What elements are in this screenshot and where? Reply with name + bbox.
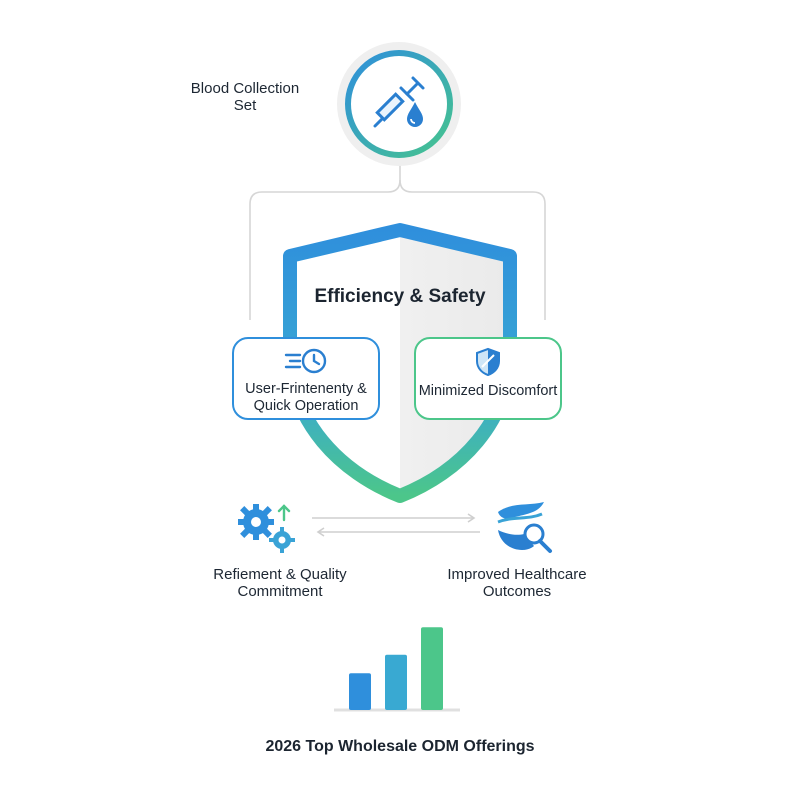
card-minimized-discomfort-label: Minimized Discomfort (418, 383, 558, 399)
shield-icon (476, 347, 500, 377)
bar-3 (421, 627, 443, 710)
footer-title: 2026 Top Wholesale ODM Offerings (265, 738, 535, 755)
fast-clock-icon (284, 348, 327, 374)
bottom-right-label: Improved Healthcare Outcomes (447, 566, 587, 600)
card-minimized-discomfort: Minimized Discomfort (414, 337, 562, 420)
wave-magnifier-icon (497, 502, 552, 553)
bottom-left-label: Refiement & Quality Commitment (213, 566, 347, 600)
double-arrow-connector (312, 513, 480, 537)
gears-icon (238, 504, 295, 553)
top-node (335, 40, 463, 168)
bar-1 (349, 673, 371, 710)
bar-chart (334, 627, 460, 712)
shield-title: Efficiency & Safety (314, 286, 486, 307)
syringe-blood-drop-icon (373, 76, 425, 128)
card-user-friendly: User-Frintenenty & Quick Operation (232, 337, 380, 420)
top-node-label: Blood Collection Set (190, 80, 300, 114)
card-user-friendly-label: User-Frintenenty & Quick Operation (245, 381, 367, 414)
bar-2 (385, 654, 407, 710)
